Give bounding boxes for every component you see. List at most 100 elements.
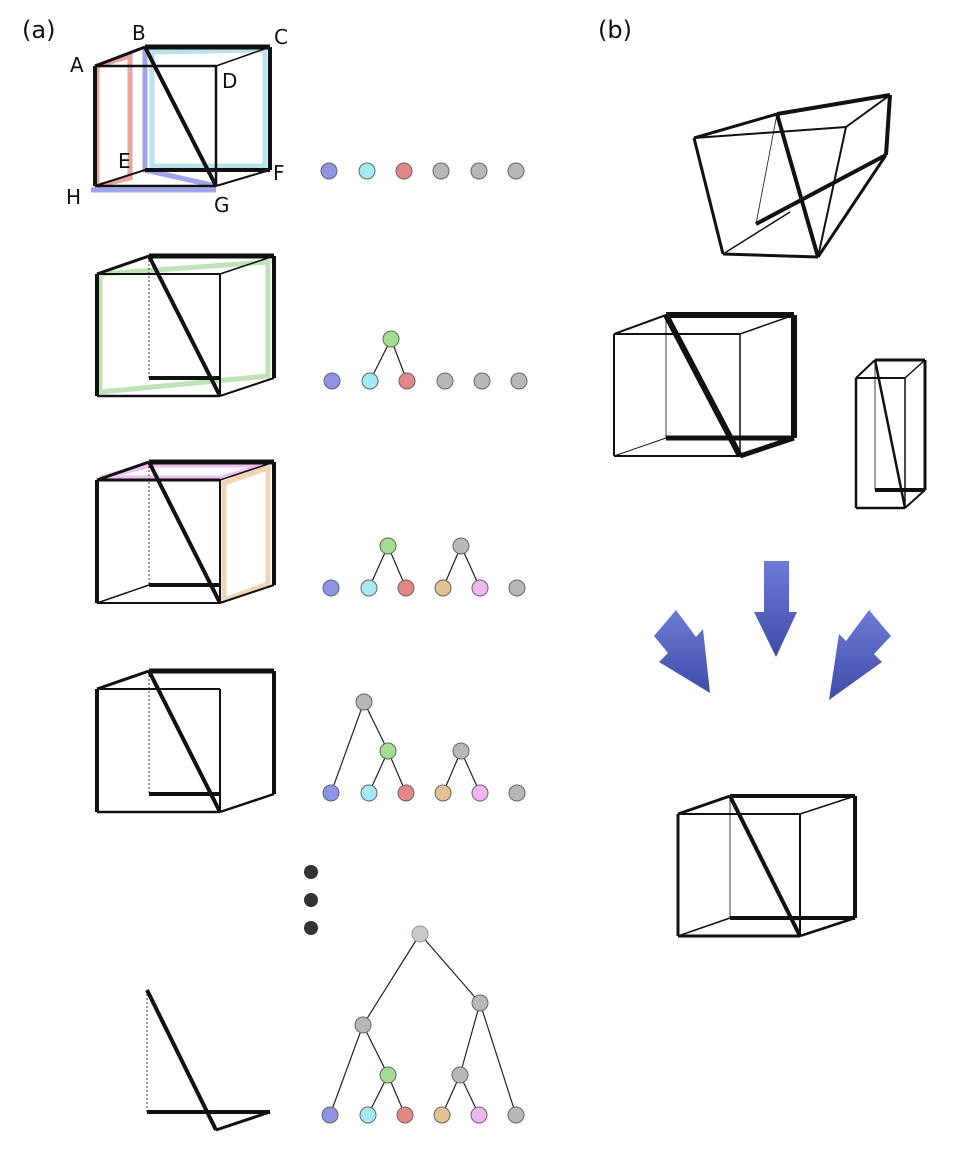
face-highlight-cyan bbox=[149, 47, 268, 169]
cube-row-2 bbox=[95, 253, 276, 398]
tree-node-red bbox=[396, 1106, 414, 1124]
cube-diagonal bbox=[147, 670, 222, 813]
tree-edge bbox=[362, 933, 421, 1026]
tree-edge bbox=[362, 1024, 389, 1076]
frustum-diagonal bbox=[775, 113, 820, 258]
cube-diagonal bbox=[663, 313, 743, 458]
tree-node-gray bbox=[471, 994, 489, 1012]
frustum-edge bbox=[817, 126, 847, 258]
cube-edge bbox=[677, 794, 731, 816]
tree-node-gray bbox=[508, 579, 526, 597]
tree-node-green bbox=[379, 1066, 397, 1084]
tree-node-gray bbox=[510, 372, 528, 390]
tree-node-cyan bbox=[359, 1106, 377, 1124]
tree-node-gray bbox=[507, 1106, 525, 1124]
cube-diagonal bbox=[147, 255, 222, 397]
cube-edge bbox=[799, 795, 856, 815]
vertex-label-e: E bbox=[118, 149, 131, 173]
tree-node-gray bbox=[452, 742, 470, 760]
tree-row-1 bbox=[320, 162, 525, 180]
cube-diagonal bbox=[143, 46, 218, 187]
cube-edge bbox=[219, 377, 275, 397]
panel-a-label: (a) bbox=[22, 16, 55, 44]
tree-node-green bbox=[382, 330, 400, 348]
tree-edge bbox=[330, 701, 365, 794]
frustum-edge bbox=[693, 112, 778, 140]
cube-edge bbox=[215, 169, 271, 187]
cube-edge bbox=[219, 255, 275, 275]
arrow-down-right-icon bbox=[654, 610, 710, 693]
panel-b-label: (b) bbox=[598, 16, 632, 44]
tree-node-cyan bbox=[358, 162, 376, 180]
cube-edge bbox=[613, 314, 667, 335]
residual-strokes bbox=[145, 989, 271, 1132]
tree-node-gray bbox=[451, 1066, 469, 1084]
tree-node-red bbox=[395, 162, 413, 180]
tree-node-green bbox=[379, 742, 397, 760]
tree-node-tan bbox=[433, 1106, 451, 1124]
tree-node-tan bbox=[434, 784, 452, 802]
face-highlight-pink bbox=[99, 462, 269, 481]
tree-node-gray bbox=[473, 372, 491, 390]
box-edge bbox=[904, 489, 926, 509]
cube-edge bbox=[96, 669, 150, 691]
tree-node-cyan bbox=[360, 579, 378, 597]
vertex-label-b: B bbox=[132, 21, 146, 45]
tree-node-cyan bbox=[361, 372, 379, 390]
tree-row-3 bbox=[322, 537, 526, 597]
tree-edge bbox=[329, 1024, 364, 1116]
cube-edge bbox=[613, 437, 667, 457]
frustum-edge bbox=[884, 94, 892, 156]
cube-edge bbox=[94, 169, 146, 187]
ellipsis-dot bbox=[304, 865, 318, 879]
box-edge bbox=[855, 359, 876, 379]
vertex-label-d: D bbox=[222, 69, 237, 93]
cube-diagonal bbox=[147, 461, 222, 604]
cube-edge bbox=[94, 45, 146, 68]
vertex-label-a: A bbox=[70, 53, 84, 77]
tree-node-blue bbox=[321, 1106, 339, 1124]
tree-node-blue bbox=[322, 579, 340, 597]
cube-edge bbox=[96, 584, 150, 604]
tree-node-pink bbox=[471, 579, 489, 597]
tree-edge bbox=[459, 1002, 481, 1076]
tree-node-blue bbox=[322, 784, 340, 802]
face-highlight-tan bbox=[221, 464, 271, 604]
tree-node-root bbox=[411, 925, 429, 943]
cube-middle-left bbox=[613, 312, 797, 459]
cube-edge bbox=[219, 584, 275, 604]
tree-node-pink bbox=[471, 784, 489, 802]
tree-node-green bbox=[379, 537, 397, 555]
tree-edge bbox=[363, 701, 389, 752]
tree-node-gray bbox=[508, 784, 526, 802]
panel-a: (a) A B C D E F G H bbox=[22, 16, 528, 1132]
tall-box bbox=[854, 358, 927, 510]
tree-row-4 bbox=[322, 693, 526, 802]
cube-edge bbox=[96, 460, 150, 482]
tree-node-red bbox=[398, 372, 416, 390]
cube-edge bbox=[799, 916, 856, 938]
frustum-shape bbox=[692, 93, 892, 259]
vertex-label-c: C bbox=[274, 25, 288, 49]
tree-node-blue bbox=[323, 372, 341, 390]
cube-edge bbox=[677, 917, 731, 937]
tree-row-2 bbox=[323, 330, 528, 390]
ellipsis-dot bbox=[304, 893, 318, 907]
tree-node-blue bbox=[320, 162, 338, 180]
panel-b: (b) bbox=[598, 16, 927, 938]
frustum-edge bbox=[845, 94, 891, 128]
arrow-down-left-icon bbox=[829, 610, 891, 700]
cube-result bbox=[676, 794, 857, 938]
tree-node-gray bbox=[452, 537, 470, 555]
tree-node-red bbox=[397, 784, 415, 802]
cube-edge bbox=[219, 461, 275, 481]
cube-edge bbox=[739, 435, 795, 459]
cube-edge bbox=[739, 314, 795, 335]
frustum-edge bbox=[776, 93, 891, 116]
cube-row-3 bbox=[95, 459, 276, 604]
cube-row-1: A B C D E F G H bbox=[66, 21, 288, 217]
tree-node-gray bbox=[507, 162, 525, 180]
edge-stroke bbox=[215, 1110, 271, 1132]
converging-arrows bbox=[654, 561, 891, 700]
